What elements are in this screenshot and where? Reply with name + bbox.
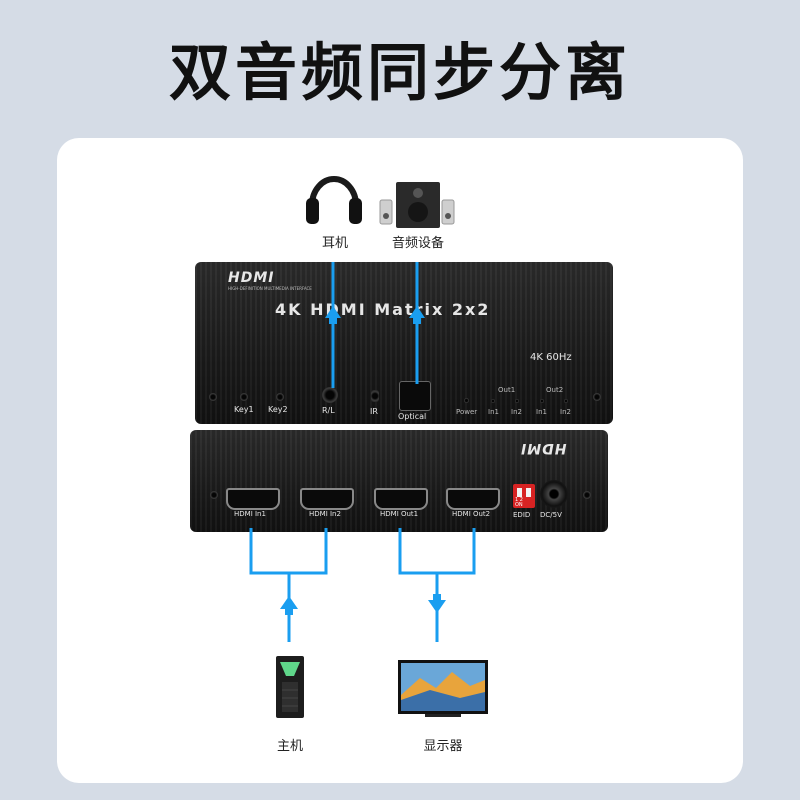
screw-left-rear xyxy=(210,491,218,499)
screw-right-rear xyxy=(583,491,591,499)
speakers-label: 音频设备 xyxy=(391,236,444,251)
out1-in1-label: In1 xyxy=(488,408,499,416)
key1-label: Key1 xyxy=(234,405,254,414)
monitor-icon xyxy=(398,660,488,717)
matrix-rear-panel xyxy=(190,430,608,532)
ir-sensor xyxy=(371,390,379,402)
rl-label: R/L xyxy=(322,406,335,415)
out1-label: Out1 xyxy=(498,386,516,394)
edid-label: EDID xyxy=(513,511,531,519)
pc-tower-icon xyxy=(276,656,304,718)
key2-label: Key2 xyxy=(268,405,288,414)
screw-left-top xyxy=(209,393,217,401)
hdmi-logo-top: HDMI xyxy=(228,270,275,286)
dc-power-jack[interactable] xyxy=(540,480,568,508)
pc-label: 主机 xyxy=(276,739,303,754)
headphones-icon xyxy=(306,176,362,224)
out1-in2-led xyxy=(515,399,519,403)
out2-in2-label: In2 xyxy=(560,408,571,416)
dip-label: 1 2 ON xyxy=(515,497,523,508)
tv-label: 显示器 xyxy=(423,739,463,754)
hdmi-out2-label: HDMI Out2 xyxy=(452,510,491,518)
hdmi-in1-port[interactable] xyxy=(226,488,280,510)
out2-in1-label: In1 xyxy=(536,408,547,416)
key2-button[interactable] xyxy=(276,393,284,401)
key1-button[interactable] xyxy=(240,393,248,401)
matrix-spec: 4K 60Hz xyxy=(530,352,572,363)
edid-dip-switch[interactable] xyxy=(513,484,535,508)
out2-in1-led xyxy=(540,399,544,403)
hdmi-out2-port[interactable] xyxy=(446,488,500,510)
optical-label: Optical xyxy=(398,412,427,421)
hdmi-out1-port[interactable] xyxy=(374,488,428,510)
optical-port[interactable] xyxy=(399,381,431,411)
power-label: Power xyxy=(456,408,478,416)
rl-audio-jack[interactable] xyxy=(322,387,338,403)
hdmi-in2-label: HDMI In2 xyxy=(309,510,341,518)
hdmi-out1-label: HDMI Out1 xyxy=(380,510,419,518)
ir-label: IR xyxy=(370,407,378,416)
out1-in2-label: In2 xyxy=(511,408,522,416)
hdmi-in1-label: HDMI In1 xyxy=(234,510,266,518)
screw-right-top xyxy=(593,393,601,401)
out1-in1-led xyxy=(491,399,495,403)
speakers-icon xyxy=(379,182,455,228)
headphones-label: 耳机 xyxy=(321,236,348,251)
headline: 双音频同步分离 xyxy=(168,36,631,109)
out2-in2-led xyxy=(564,399,568,403)
hdmi-in2-port[interactable] xyxy=(300,488,354,510)
hdmi-logo-subtitle: HIGH-DEFINITION MULTIMEDIA INTERFACE xyxy=(228,286,312,291)
power-led xyxy=(464,398,469,403)
dc-label: DC/5V xyxy=(540,511,562,519)
out2-label: Out2 xyxy=(546,386,564,394)
